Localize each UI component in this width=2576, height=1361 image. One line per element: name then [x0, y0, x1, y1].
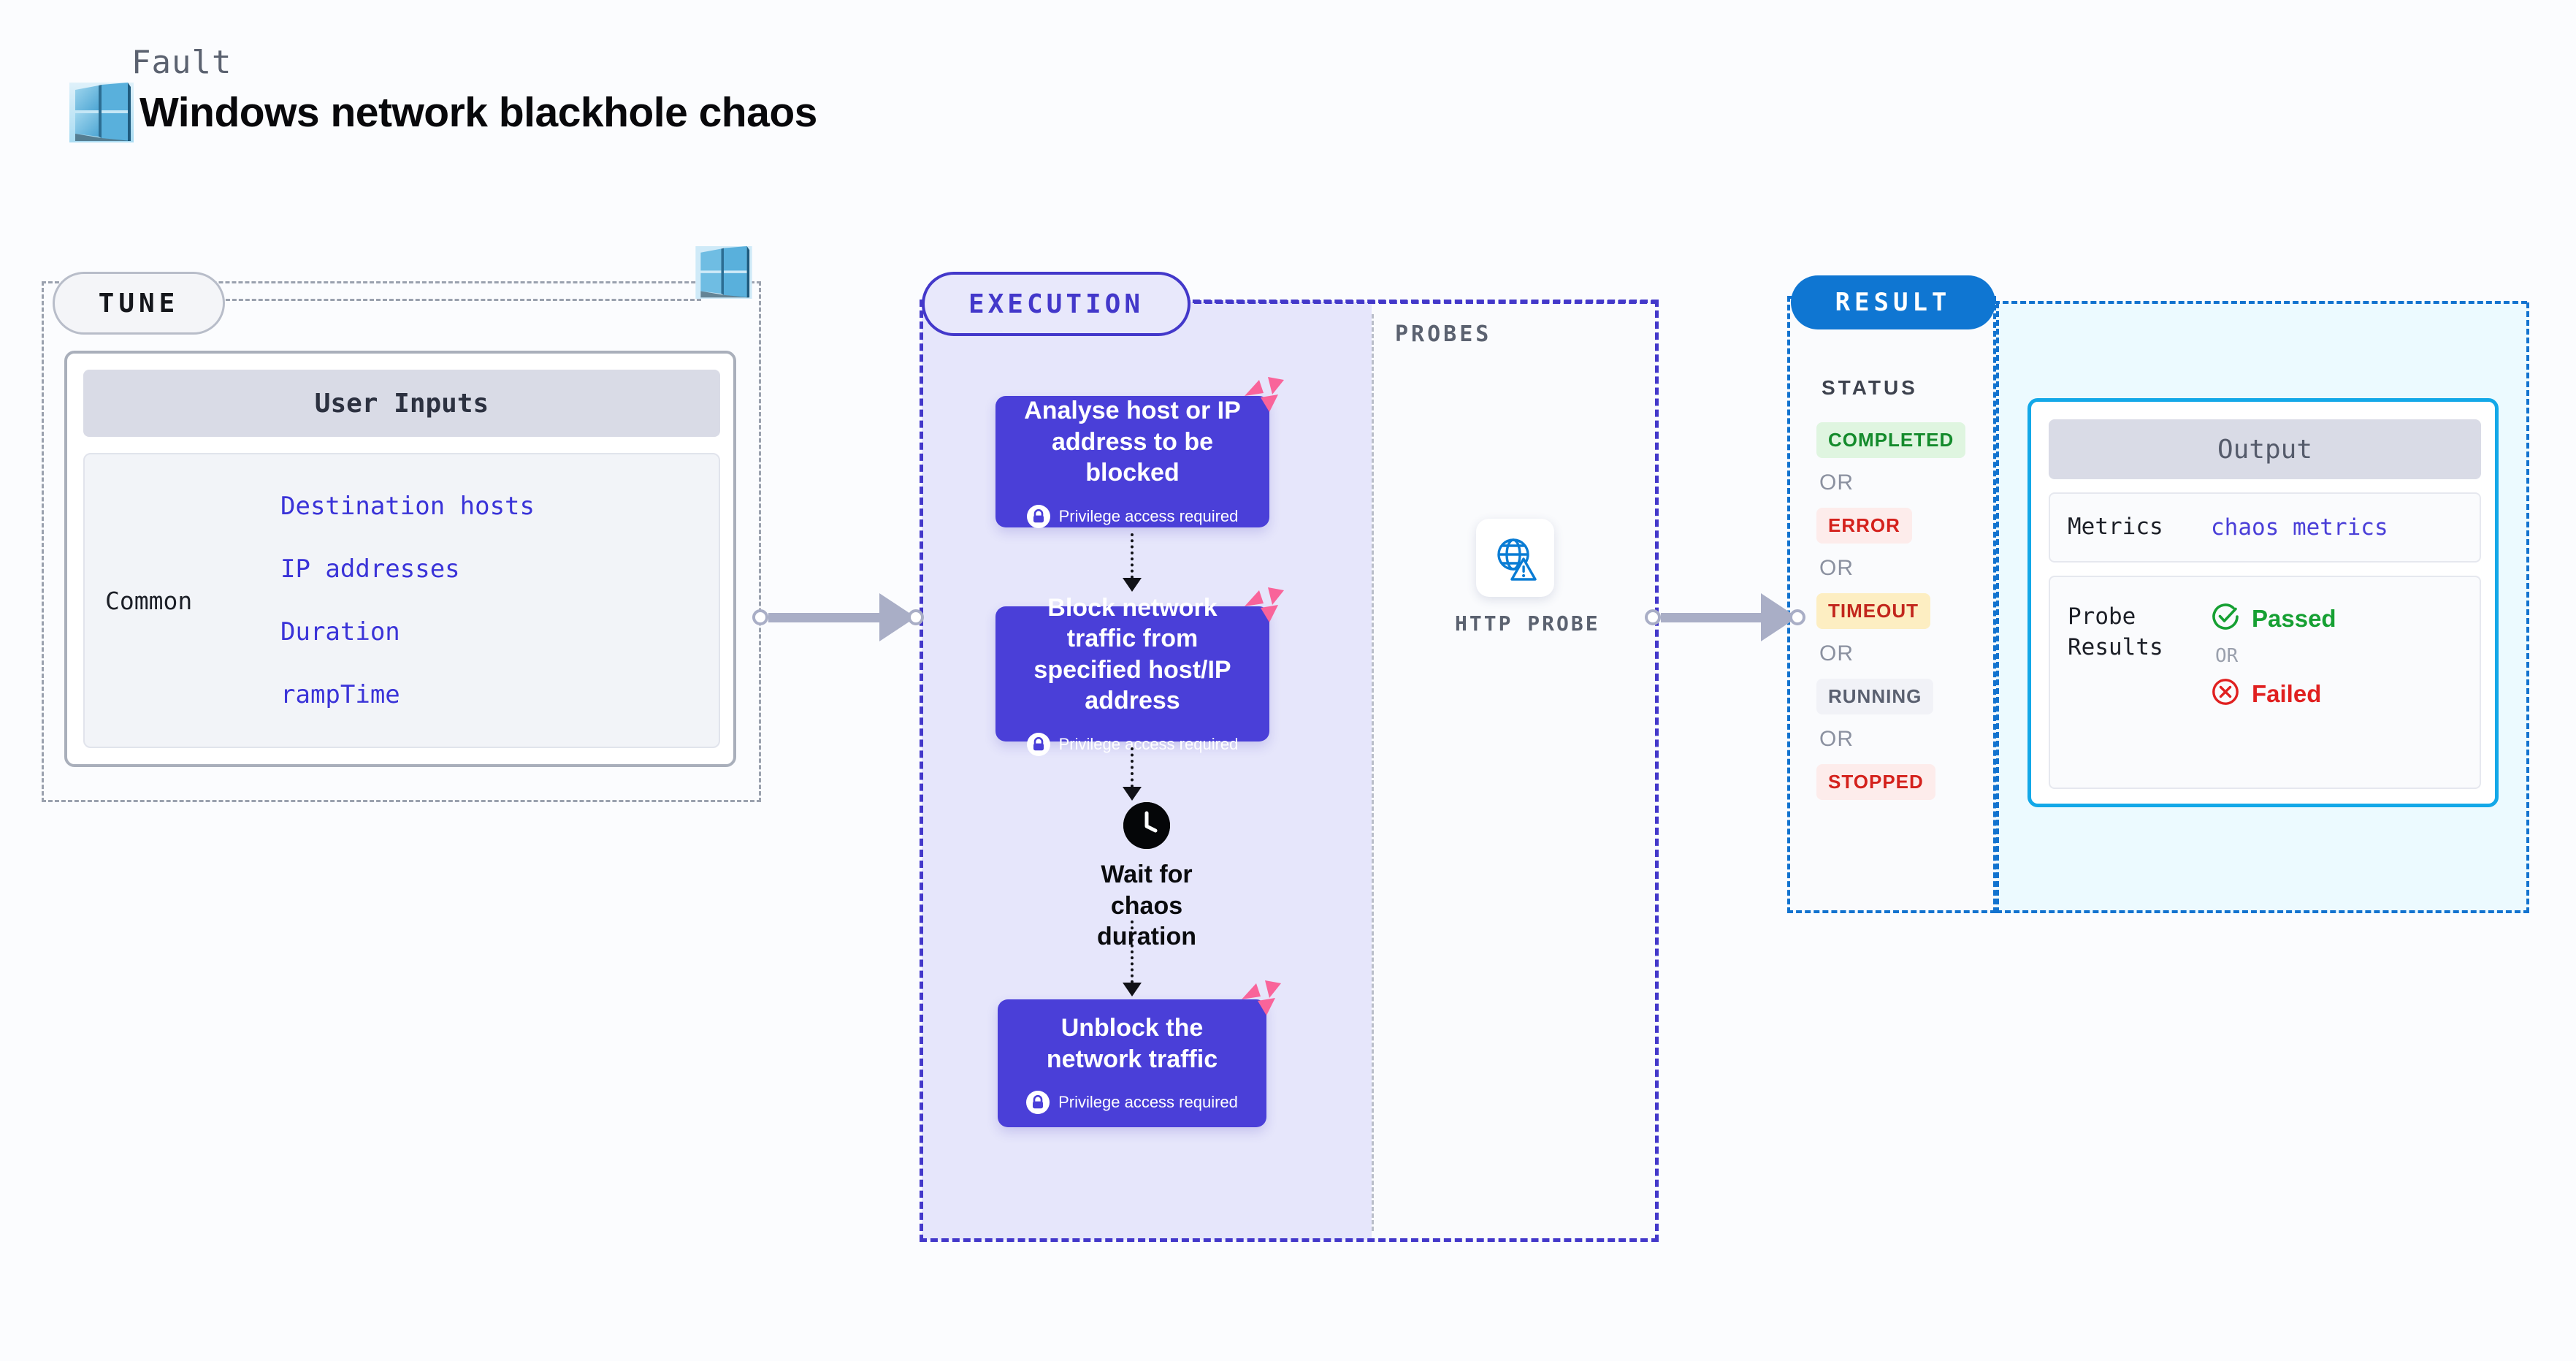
execution-header-dash-line: [1183, 300, 1658, 304]
status-badge-running: RUNNING: [1816, 679, 1934, 714]
wait-node-label: Wait for chaos duration: [1097, 861, 1196, 950]
globe-warning-icon: [1476, 519, 1554, 597]
result-pill-label: RESULT: [1835, 288, 1952, 317]
privilege-text: Privilege access required: [1058, 734, 1239, 753]
execution-node-block[interactable]: Block network traffic from specified hos…: [995, 587, 1284, 756]
probes-section-label: PROBES: [1395, 321, 1492, 347]
output-card: Output Metrics chaos metrics Probe Resul…: [2027, 398, 2499, 807]
execution-pill-label: EXECUTION: [968, 289, 1144, 319]
page-header: Fault Win: [69, 44, 817, 142]
connector-start-dot: [752, 609, 768, 625]
status-list: COMPLETED OR ERROR OR TIMEOUT OR RUNNING…: [1816, 422, 1984, 800]
status-or-separator: OR: [1819, 641, 1854, 666]
input-item-ramptime[interactable]: rampTime: [280, 680, 400, 709]
input-list: Destination hosts IP addresses Duration …: [280, 492, 535, 709]
probe-results-key: Probe Results: [2068, 603, 2163, 660]
execution-node-unblock[interactable]: Unblock the network traffic Privilege ac…: [998, 980, 1281, 1127]
execution-section-pill[interactable]: EXECUTION: [922, 272, 1190, 336]
privilege-row: Privilege access required: [1026, 1091, 1238, 1114]
status-badge-error: ERROR: [1816, 508, 1912, 544]
probe-or-separator: OR: [2215, 645, 2239, 667]
result-header-dash-line: [1994, 301, 2527, 304]
probe-result-failed: Failed: [2211, 677, 2336, 710]
status-or-separator: OR: [1819, 727, 1854, 751]
execution-node-analyse[interactable]: Analyse host or IP address to be blocked…: [995, 377, 1284, 528]
lock-icon: [1026, 504, 1050, 528]
page-title: Windows network blackhole chaos: [139, 89, 817, 136]
connector-start-dot: [1645, 609, 1661, 625]
lock-icon: [1026, 732, 1050, 756]
windows-logo-icon: [69, 83, 134, 142]
status-or-separator: OR: [1819, 556, 1854, 580]
execution-node-title: Block network traffic from specified hos…: [1033, 593, 1231, 715]
tune-header-dash-line: [219, 299, 701, 301]
status-badge-completed: COMPLETED: [1816, 422, 1966, 458]
check-circle-icon: [2211, 602, 2240, 635]
result-section-pill[interactable]: RESULT: [1791, 275, 1995, 329]
status-badge-timeout: TIMEOUT: [1816, 593, 1930, 629]
tune-pill-label: TUNE: [98, 288, 180, 319]
clock-icon: [1123, 802, 1170, 849]
input-item-ip-addresses[interactable]: IP addresses: [280, 554, 460, 584]
connector-end-dot: [908, 609, 924, 625]
probes-area-background: [1372, 302, 1656, 1240]
tune-section-boundary: [42, 281, 761, 802]
litmus-logo-icon: [1240, 980, 1283, 1020]
tune-section-pill[interactable]: TUNE: [53, 272, 225, 335]
input-item-duration[interactable]: Duration: [280, 617, 400, 647]
connector-line: [1661, 612, 1761, 622]
metrics-value[interactable]: chaos metrics: [2211, 514, 2388, 541]
user-inputs-card: User Inputs Common Destination hosts IP …: [64, 351, 736, 767]
connector-tune-to-execution: [752, 593, 924, 641]
execution-node-title: Analyse host or IP address to be blocked: [1024, 397, 1241, 487]
connector-execution-to-result: [1645, 593, 1805, 641]
probe-result-passed: Passed: [2211, 602, 2336, 635]
input-item-destination-hosts[interactable]: Destination hosts: [280, 492, 535, 521]
connector-line: [768, 612, 879, 622]
probe-item-http[interactable]: HTTP PROBE: [1455, 519, 1600, 636]
user-inputs-body: Common Destination hosts IP addresses Du…: [83, 453, 720, 748]
status-or-separator: OR: [1819, 470, 1854, 495]
privilege-row: Privilege access required: [1026, 732, 1239, 756]
probe-failed-label: Failed: [2252, 679, 2322, 707]
execution-node-wait: Wait for chaos duration: [1077, 802, 1216, 953]
execution-probes-divider: [1372, 314, 1374, 1231]
metrics-key: Metrics: [2068, 514, 2163, 541]
status-column-label: STATUS: [1822, 376, 1918, 399]
input-group-label: Common: [105, 586, 193, 615]
probe-item-label: HTTP PROBE: [1455, 611, 1600, 636]
probe-results-values: Passed OR Failed: [2211, 602, 2336, 710]
litmus-logo-icon: [1243, 587, 1285, 627]
user-inputs-header: User Inputs: [83, 370, 720, 437]
privilege-row: Privilege access required: [1026, 504, 1239, 528]
execution-node-title: Unblock the network traffic: [1046, 1014, 1218, 1073]
x-circle-icon: [2211, 677, 2240, 710]
probe-passed-label: Passed: [2252, 604, 2336, 632]
litmus-logo-icon: [1243, 377, 1285, 416]
privilege-text: Privilege access required: [1058, 1093, 1238, 1111]
output-probe-results-row: Probe Results Passed OR: [2049, 576, 2481, 789]
lock-icon: [1026, 1091, 1050, 1114]
status-badge-stopped: STOPPED: [1816, 764, 1935, 800]
output-card-header: Output: [2049, 419, 2481, 479]
privilege-text: Privilege access required: [1058, 506, 1239, 525]
windows-logo-icon: [695, 246, 752, 302]
fault-label: Fault: [131, 44, 232, 81]
connector-end-dot: [1789, 609, 1805, 625]
output-metrics-row: Metrics chaos metrics: [2049, 492, 2481, 563]
